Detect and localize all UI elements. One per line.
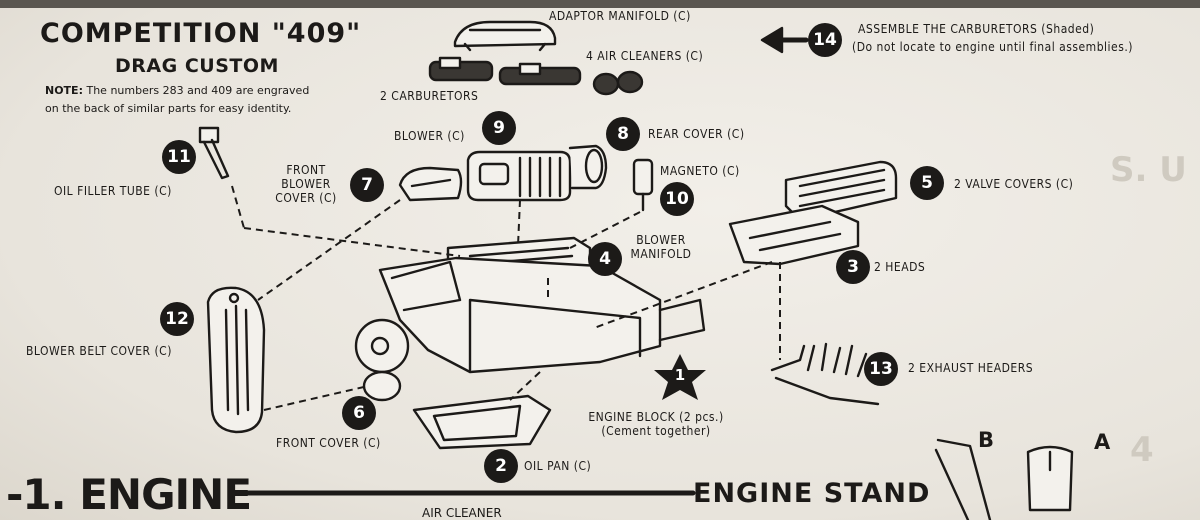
note-label: NOTE: bbox=[45, 84, 83, 97]
heads-drawing bbox=[728, 204, 860, 266]
step-number-1: 1 bbox=[674, 366, 686, 384]
step14-instruction: ASSEMBLE THE CARBURETORS (Shaded) bbox=[858, 22, 1095, 36]
kit-title: COMPETITION "409" bbox=[40, 18, 362, 49]
valve-covers-label: 2 VALVE COVERS (C) bbox=[954, 177, 1074, 191]
oil-pan-label: OIL PAN (C) bbox=[524, 459, 592, 473]
magneto-label: MAGNETO (C) bbox=[660, 164, 740, 178]
blower-drawing bbox=[466, 150, 572, 202]
top-border bbox=[0, 0, 1200, 8]
oil-filler-tube-drawing bbox=[198, 126, 230, 180]
engine-block-label: ENGINE BLOCK (2 pcs.) (Cement together) bbox=[566, 410, 746, 438]
step-number-4: 4 bbox=[588, 242, 622, 276]
step-number-12: 12 bbox=[160, 302, 194, 336]
step-number-7: 7 bbox=[350, 168, 384, 202]
step-number-5: 5 bbox=[910, 166, 944, 200]
engine-block-line1: ENGINE BLOCK (2 pcs.) bbox=[588, 410, 724, 424]
step-number-11: 11 bbox=[162, 140, 196, 174]
front-cover-label: FRONT COVER (C) bbox=[276, 436, 381, 450]
exhaust-headers-drawing bbox=[770, 342, 880, 406]
guide-line-heads bbox=[593, 261, 773, 329]
stand-part-a-label: A bbox=[1094, 430, 1111, 454]
step-number-3: 3 bbox=[836, 250, 870, 284]
step-number-9: 9 bbox=[482, 111, 516, 145]
blower-label: BLOWER (C) bbox=[394, 129, 465, 143]
guide-line-oil-pan bbox=[509, 371, 541, 401]
front-blower-cover-line2: BLOWER bbox=[281, 177, 331, 191]
oil-filler-tube-label: OIL FILLER TUBE (C) bbox=[54, 184, 172, 198]
step-number-10: 10 bbox=[660, 182, 694, 216]
magneto-drawing bbox=[632, 158, 654, 212]
stand-part-b-label: B bbox=[978, 428, 995, 452]
air-cleaner-heading: AIR CLEANER bbox=[422, 506, 502, 520]
star-badge-icon bbox=[654, 354, 706, 400]
step14-note: (Do not locate to engine until final ass… bbox=[852, 40, 1133, 54]
front-blower-cover-label: FRONT BLOWER COVER (C) bbox=[266, 163, 346, 205]
blower-belt-cover-drawing bbox=[206, 286, 266, 434]
carburetors-drawing bbox=[428, 56, 582, 86]
engine-block-line2: (Cement together) bbox=[601, 424, 711, 438]
valve-covers-drawing bbox=[784, 160, 898, 222]
carburetors-label: 2 CARBURETORS bbox=[380, 89, 479, 103]
oil-pan-drawing bbox=[412, 394, 552, 450]
guide-line-front-blower-cover bbox=[257, 199, 401, 301]
guide-line-magneto bbox=[569, 211, 641, 249]
step-number-14: 14 bbox=[808, 23, 842, 57]
front-blower-cover-drawing bbox=[398, 166, 463, 202]
step-number-8: 8 bbox=[606, 117, 640, 151]
engine-block-drawing bbox=[378, 256, 706, 374]
bleed-through-text: S. U bbox=[1110, 150, 1187, 190]
guide-line-oil-filler bbox=[231, 185, 245, 229]
blower-manifold-label: BLOWER MANIFOLD bbox=[626, 233, 696, 261]
rear-cover-drawing bbox=[568, 144, 608, 190]
front-blower-cover-line1: FRONT bbox=[286, 163, 326, 177]
step-number-13: 13 bbox=[864, 352, 898, 386]
front-blower-cover-line3: COVER (C) bbox=[275, 191, 337, 205]
adaptor-manifold-label: ADAPTOR MANIFOLD (C) bbox=[549, 9, 691, 23]
adaptor-manifold-drawing bbox=[453, 20, 557, 52]
step14-arrow-icon bbox=[760, 26, 809, 54]
engine-stand-drawing bbox=[934, 438, 1074, 520]
note-line1: The numbers 283 and 409 are engraved bbox=[86, 84, 310, 97]
air-cleaners-drawing bbox=[592, 70, 644, 96]
step-number-2: 2 bbox=[484, 449, 518, 483]
note-line2: on the back of similar parts for easy id… bbox=[45, 102, 292, 115]
kit-subtitle: DRAG CUSTOM bbox=[115, 55, 279, 77]
identity-note: NOTE: The numbers 283 and 409 are engrav… bbox=[45, 82, 309, 118]
step-number-6: 6 bbox=[342, 396, 376, 430]
blower-manifold-line1: BLOWER bbox=[636, 233, 686, 247]
rear-cover-label: REAR COVER (C) bbox=[648, 127, 745, 141]
guide-line-front-cover bbox=[263, 385, 369, 411]
bleed-through-text-2: 4 bbox=[1130, 430, 1154, 470]
blower-belt-cover-label: BLOWER BELT COVER (C) bbox=[26, 344, 172, 358]
heads-label: 2 HEADS bbox=[874, 260, 926, 274]
front-cover-drawing bbox=[354, 318, 410, 402]
section-title-engine: -1. ENGINE bbox=[6, 470, 252, 519]
section-title-engine-stand: ENGINE STAND bbox=[693, 478, 931, 509]
exhaust-headers-label: 2 EXHAUST HEADERS bbox=[908, 361, 1034, 375]
guide-line-blower bbox=[517, 199, 521, 247]
blower-manifold-line2: MANIFOLD bbox=[630, 247, 692, 261]
air-cleaners-label: 4 AIR CLEANERS (C) bbox=[586, 49, 704, 63]
